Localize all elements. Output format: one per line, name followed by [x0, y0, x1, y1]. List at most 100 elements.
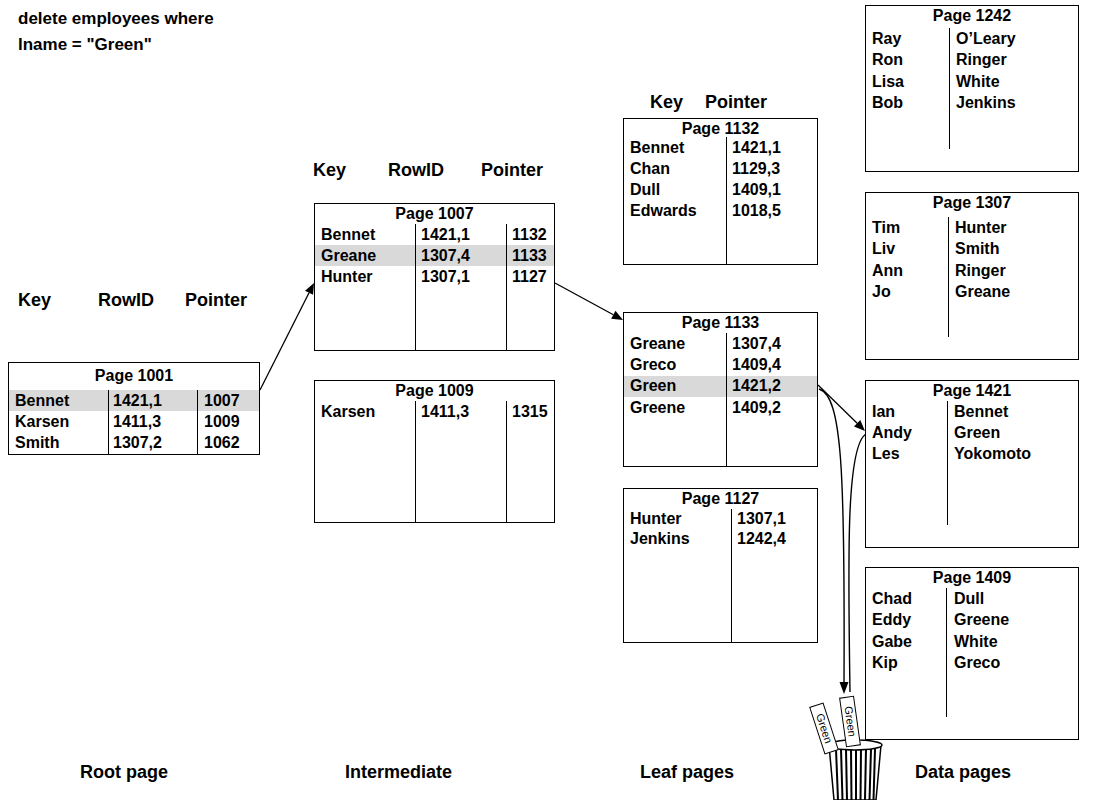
- index-cell: Bennet: [321, 226, 375, 244]
- can-body: [829, 745, 881, 800]
- entry-cell: Edwards: [630, 202, 697, 220]
- column-header: Key: [650, 92, 683, 113]
- entry-cell: O’Leary: [956, 30, 1016, 48]
- pointer-arrow: [818, 385, 865, 431]
- entry-cell: Kip: [872, 654, 898, 672]
- column-header: Pointer: [705, 92, 767, 113]
- index-cell: Greane: [321, 247, 376, 265]
- entry-cell: White: [954, 633, 998, 651]
- page-header: Page 1001: [9, 367, 259, 385]
- page-box: Page 1242RayO’LearyRonRingerLisaWhiteBob…: [865, 5, 1079, 172]
- entry-cell: Greane: [630, 335, 685, 353]
- index-cell: 1411,3: [113, 413, 161, 431]
- discard-arrowhead: [840, 682, 849, 694]
- level-label: Root page: [80, 762, 168, 783]
- entry-cell: 1409,4: [732, 356, 781, 374]
- pointer-line: [555, 283, 613, 315]
- page-box: Page 1001Bennet1421,11007Karsen1411,3100…: [8, 362, 260, 455]
- entry-cell: Greco: [630, 356, 676, 374]
- entry-cell: Green: [630, 377, 676, 395]
- column-divider: [415, 401, 416, 522]
- discarded-entry: Green: [839, 695, 861, 747]
- entry-cell: 1409,1: [732, 181, 781, 199]
- column-divider: [726, 137, 727, 264]
- page-box: Page 1409ChadDullEddyGreeneGabeWhiteKipG…: [865, 567, 1079, 740]
- column-header: Pointer: [185, 290, 247, 311]
- entry-cell: Greco: [954, 654, 1000, 672]
- level-label: Intermediate: [345, 762, 452, 783]
- page-header: Page 1132: [624, 120, 817, 138]
- level-label: Data pages: [915, 762, 1011, 783]
- entry-cell: Andy: [872, 424, 912, 442]
- discarded-entry: Green: [809, 702, 839, 754]
- pointer-arrow: [260, 283, 314, 390]
- entry-cell: 1421,1: [732, 139, 781, 157]
- column-divider: [731, 509, 732, 642]
- page-box: Page 1307TimHunterLivSmithAnnRingerJoGre…: [865, 192, 1079, 360]
- entry-cell: Eddy: [872, 611, 911, 629]
- page-header: Page 1409: [866, 569, 1078, 587]
- index-cell: 1421,1: [113, 392, 162, 410]
- pointer-line: [818, 385, 857, 423]
- index-cell: 1307,4: [421, 247, 470, 265]
- entry-cell: Dull: [630, 181, 660, 199]
- entry-cell: Lisa: [872, 73, 904, 91]
- entry-cell: Smith: [955, 240, 999, 258]
- page-box: Page 1009Karsen1411,31315: [314, 380, 555, 523]
- entry-cell: 1307,1: [737, 510, 786, 528]
- entry-cell: 1409,2: [732, 399, 781, 417]
- entry-cell: Greane: [955, 283, 1010, 301]
- can-stripes: [836, 749, 875, 800]
- column-divider: [197, 390, 198, 454]
- entry-cell: 1242,4: [737, 530, 786, 548]
- entry-cell: Greene: [954, 611, 1009, 629]
- column-divider: [726, 333, 727, 466]
- entry-cell: Ringer: [955, 262, 1006, 280]
- entry-cell: 1129,3: [732, 160, 780, 178]
- index-cell: 1307,2: [113, 434, 162, 452]
- index-cell: 1133: [512, 247, 547, 265]
- column-divider: [946, 588, 947, 717]
- index-cell: Hunter: [321, 268, 373, 286]
- level-label: Leaf pages: [640, 762, 734, 783]
- index-cell: 1127: [512, 268, 547, 286]
- entry-cell: Hunter: [955, 219, 1007, 237]
- index-cell: 1411,3: [421, 403, 469, 421]
- entry-cell: 1307,4: [732, 335, 781, 353]
- entry-cell: Jenkins: [630, 530, 690, 548]
- page-header: Page 1127: [624, 490, 817, 508]
- page-header: Page 1242: [866, 7, 1078, 25]
- entry-cell: Gabe: [872, 633, 912, 651]
- page-box: Page 1007Bennet 1421,1 1132Greane 1307,4 113…: [314, 203, 555, 351]
- entry-cell: 1018,5: [732, 202, 781, 220]
- entry-cell: Bob: [872, 94, 903, 112]
- entry-cell: Bennet: [630, 139, 684, 157]
- entry-cell: White: [956, 73, 1000, 91]
- page-box: Page 1133Greane1307,4Greco1409,4Green142…: [623, 312, 818, 467]
- entry-cell: Hunter: [630, 510, 682, 528]
- column-divider: [949, 28, 950, 149]
- title-text: delete employees where lname = "Green": [18, 6, 214, 58]
- page-header: Page 1421: [866, 382, 1078, 400]
- arrowhead: [611, 311, 623, 320]
- entry-cell: Green: [954, 424, 1000, 442]
- page-header: Page 1007: [315, 205, 554, 223]
- column-divider: [108, 390, 109, 454]
- column-header: Key: [18, 290, 51, 311]
- column-divider: [506, 224, 507, 350]
- index-cell: 1307,1: [421, 268, 470, 286]
- column-header: RowID: [388, 160, 444, 181]
- pointer-line: [260, 293, 309, 390]
- column-header: RowID: [98, 290, 154, 311]
- entry-cell: Ray: [872, 30, 901, 48]
- entry-cell: Ann: [872, 262, 903, 280]
- entry-cell: Ian: [872, 403, 895, 421]
- pointer-arrow: [555, 283, 623, 320]
- index-cell: 1132: [512, 226, 547, 244]
- entry-cell: Dull: [954, 590, 984, 608]
- entry-cell: Liv: [872, 240, 895, 258]
- entry-cell: Ron: [872, 51, 903, 69]
- entry-cell: Chan: [630, 160, 670, 178]
- index-cell: 1421,1: [421, 226, 470, 244]
